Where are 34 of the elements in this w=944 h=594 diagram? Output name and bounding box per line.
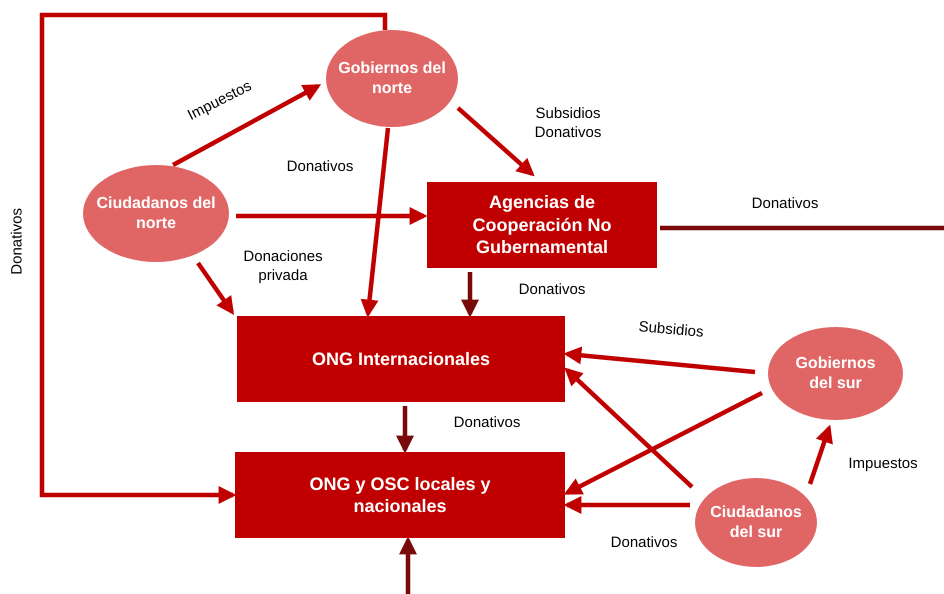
connector-line xyxy=(660,226,944,230)
arrow xyxy=(196,262,234,315)
arrow xyxy=(236,207,428,225)
arrow xyxy=(461,272,479,318)
arrow xyxy=(399,536,417,594)
edge-label: Donativos xyxy=(750,195,820,214)
organization-box xyxy=(235,452,565,538)
node-text: ONG y OSC locales y nacionales xyxy=(308,472,492,518)
edge-label: Subsidios Donativos xyxy=(534,105,602,142)
arrow xyxy=(360,128,390,318)
edge-label: Impuestos xyxy=(847,455,919,474)
edge-label: Donativos xyxy=(8,207,27,277)
arrow xyxy=(172,84,322,167)
organization-box xyxy=(427,182,657,268)
node-text: Gobiernos del sur xyxy=(794,354,876,394)
arrow xyxy=(40,12,388,504)
organization-box xyxy=(237,316,565,402)
node-text: Gobiernos del norte xyxy=(337,58,447,98)
arrow xyxy=(456,106,535,176)
edge-label: Donativos xyxy=(518,281,586,300)
arrow xyxy=(808,424,833,485)
arrow xyxy=(564,368,694,489)
node-text: Ciudadanos del sur xyxy=(710,502,802,542)
arrow xyxy=(396,406,414,454)
edge-label: Donativos xyxy=(452,414,522,433)
arrow xyxy=(563,496,690,514)
arrow xyxy=(563,346,756,374)
node-text: ONG Internacionales xyxy=(312,348,490,370)
edge-label: Donaciones privada xyxy=(242,248,324,286)
edge-label: Subsidios xyxy=(636,317,706,343)
node-text: Agencias de Cooperación No Gubernamental xyxy=(471,191,612,259)
node-text: Ciudadanos del norte xyxy=(95,194,217,234)
edge-label: Donativos xyxy=(286,158,354,177)
edge-label: Donativos xyxy=(610,534,678,553)
